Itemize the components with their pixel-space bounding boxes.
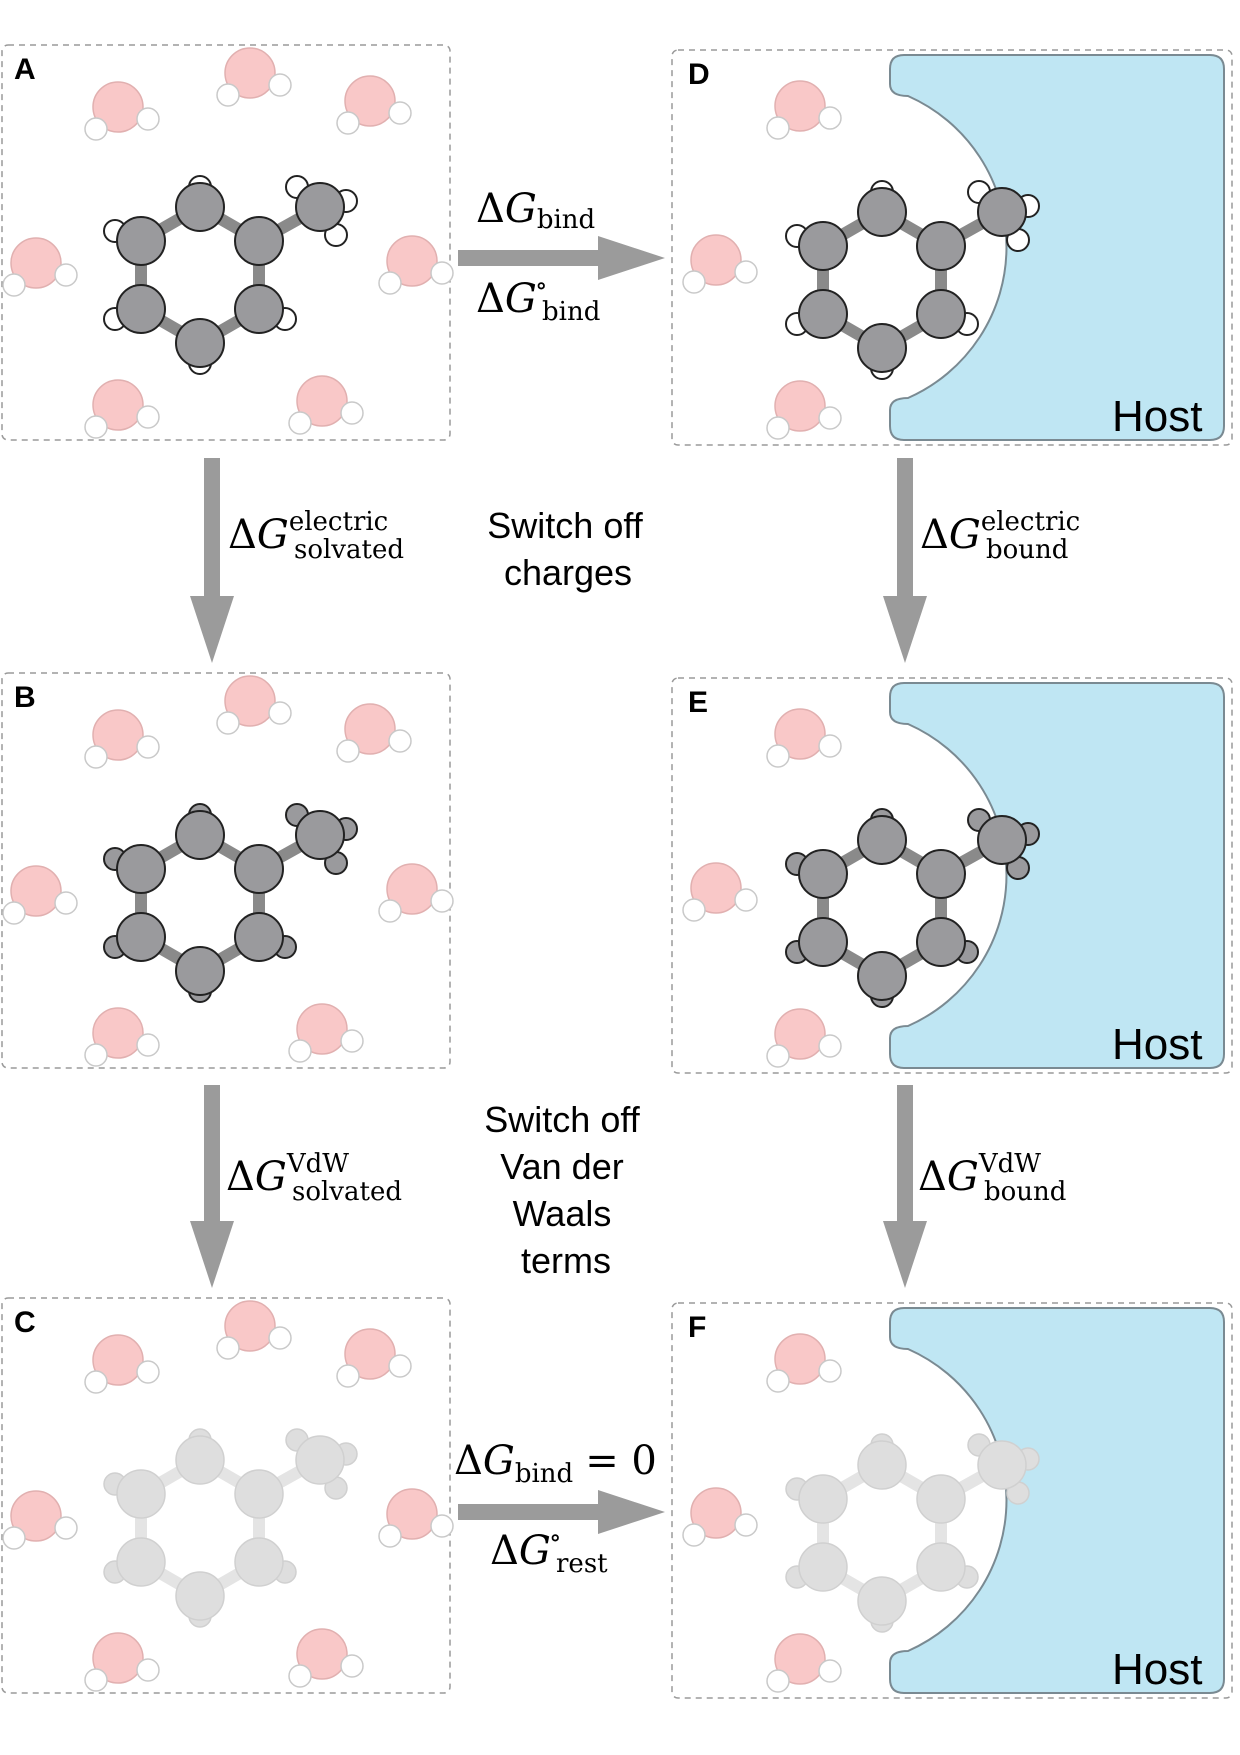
panel-label: C (14, 1306, 36, 1339)
water-molecules (3, 1301, 453, 1691)
arrow-c-to-f (458, 1490, 665, 1534)
svg-text:Van der: Van der (500, 1146, 623, 1187)
host-cavity (889, 54, 1225, 441)
toluene-molecule-ghost (785, 1433, 1040, 1633)
host-label: Host (1112, 1020, 1202, 1069)
panel-label: F (688, 1311, 706, 1344)
panel-frame (671, 677, 1233, 1074)
arrow-a-to-d (458, 236, 665, 280)
panel-f: Host F (671, 1302, 1233, 1699)
label-delta-g-bind-zero: ΔGbind= 0 (454, 1438, 657, 1489)
toluene-molecule (785, 180, 1040, 380)
svg-text:Switch off: Switch off (487, 505, 643, 546)
arrow-b-to-c (190, 1085, 234, 1288)
panel-e: Host E (671, 677, 1233, 1074)
svg-text:terms: terms (521, 1240, 611, 1281)
toluene-molecule (103, 803, 358, 1003)
host-cavity (889, 682, 1225, 1069)
svg-text:Switch off: Switch off (484, 1099, 640, 1140)
panel-label: B (14, 681, 36, 714)
toluene-molecule-ghost (103, 1428, 358, 1628)
panel-label: A (14, 53, 36, 86)
host-label: Host (1112, 392, 1202, 441)
water-molecules (3, 48, 453, 438)
label-delta-g-rest-standard: ΔG∘rest (490, 1523, 608, 1579)
water-molecules (3, 676, 453, 1066)
panel-frame (1, 672, 451, 1069)
svg-text:Waals: Waals (513, 1193, 612, 1234)
panel-label: D (688, 58, 710, 91)
panel-frame (1, 44, 451, 441)
svg-text:charges: charges (504, 552, 632, 593)
label-delta-g-bind-standard: ΔG∘bind (476, 271, 600, 327)
step-switch-off-charges: Switch off charges (487, 505, 643, 593)
toluene-molecule (785, 808, 1040, 1008)
panel-frame (671, 1302, 1233, 1699)
panel-a: A (1, 44, 453, 441)
panel-frame (671, 49, 1233, 446)
arrow-d-to-e (883, 458, 927, 663)
arrow-a-to-b (190, 458, 234, 663)
toluene-molecule (103, 175, 358, 375)
panel-label: E (688, 686, 708, 719)
host-cavity (889, 1307, 1225, 1694)
panel-frame (1, 1297, 451, 1694)
panel-c: C (1, 1297, 453, 1694)
label-delta-g-bind: ΔGbind (476, 186, 595, 235)
host-label: Host (1112, 1645, 1202, 1694)
arrow-e-to-f (883, 1085, 927, 1288)
panel-b: B (1, 672, 453, 1069)
panel-d: Host D (671, 49, 1233, 446)
step-switch-off-vdw: Switch off Van der Waals terms (484, 1099, 640, 1281)
